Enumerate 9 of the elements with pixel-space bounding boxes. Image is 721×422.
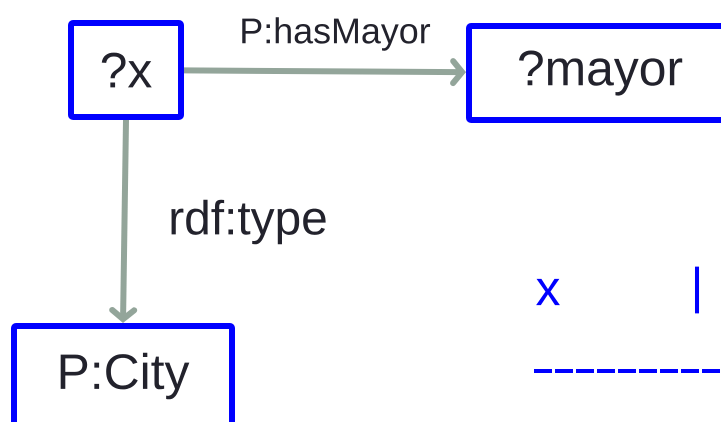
edge-label: P:hasMayor [242, 17, 430, 51]
variable-box: P:City [11, 323, 235, 422]
edge-label: rdf:type [171, 200, 326, 244]
variable-box: ?mayor [466, 23, 721, 123]
column-header: | [695, 266, 700, 314]
arrow [184, 58, 466, 86]
arrow [109, 120, 138, 323]
variable-box: ?x [68, 20, 184, 120]
column-header: x [536, 278, 560, 306]
